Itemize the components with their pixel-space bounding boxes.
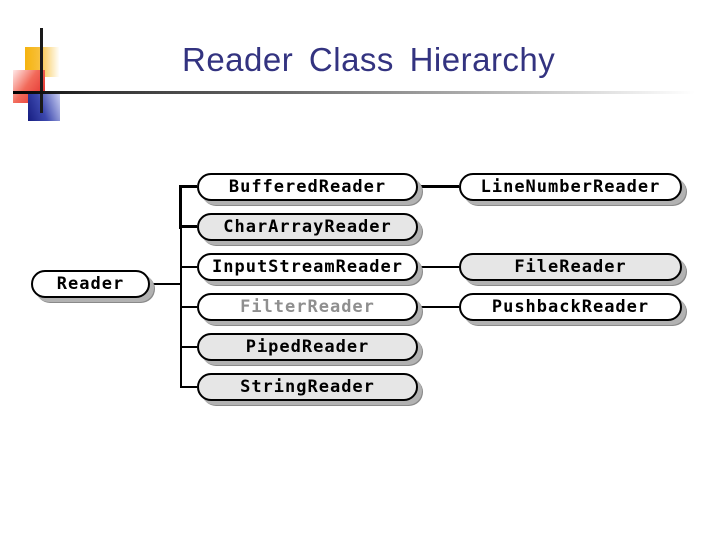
class-node-label: PushbackReader <box>491 297 650 317</box>
connector-trunk-to-string-reader <box>182 386 197 388</box>
connector-filter-to-pushback-reader <box>418 306 459 308</box>
class-node-label: PipedReader <box>245 337 370 357</box>
title-divider-line <box>13 91 695 94</box>
class-node-string-reader: StringReader <box>197 373 418 401</box>
connector-trunk-to-input-stream-reader <box>182 266 197 268</box>
vertical-line-decoration <box>40 28 43 113</box>
class-node-label: CharArrayReader <box>223 217 392 237</box>
connector-trunk-to-char-array-reader <box>182 225 197 228</box>
class-node-file-reader: FileReader <box>459 253 682 281</box>
connector-reader-to-trunk <box>148 283 181 285</box>
class-node-label: FilterReader <box>240 297 375 317</box>
class-node-label: StringReader <box>240 377 375 397</box>
class-node-reader: Reader <box>31 270 150 298</box>
connector-buffered-to-line-number-reader <box>418 185 459 188</box>
class-node-label: LineNumberReader <box>480 177 661 197</box>
class-node-label: FileReader <box>514 257 627 277</box>
class-node-line-number-reader: LineNumberReader <box>459 173 682 201</box>
class-node-piped-reader: PipedReader <box>197 333 418 361</box>
blue-square-decoration <box>28 93 60 121</box>
class-node-input-stream-reader: InputStreamReader <box>197 253 418 281</box>
connector-trunk-to-filter-reader <box>182 306 197 308</box>
slide-title: Reader Class Hierarchy <box>182 41 556 78</box>
connector-trunk-lower <box>180 229 182 388</box>
connector-trunk-upper <box>179 185 182 229</box>
class-node-label: Reader <box>56 274 125 294</box>
class-node-char-array-reader: CharArrayReader <box>197 213 418 241</box>
class-node-label: BufferedReader <box>228 177 387 197</box>
connector-input-stream-to-file-reader <box>418 266 459 268</box>
class-node-pushback-reader: PushbackReader <box>459 293 682 321</box>
connector-trunk-to-piped-reader <box>182 346 197 348</box>
class-node-buffered-reader: BufferedReader <box>197 173 418 201</box>
connector-trunk-to-buffered-reader <box>182 185 197 188</box>
class-node-filter-reader: FilterReader <box>197 293 418 321</box>
class-node-label: InputStreamReader <box>212 257 403 277</box>
